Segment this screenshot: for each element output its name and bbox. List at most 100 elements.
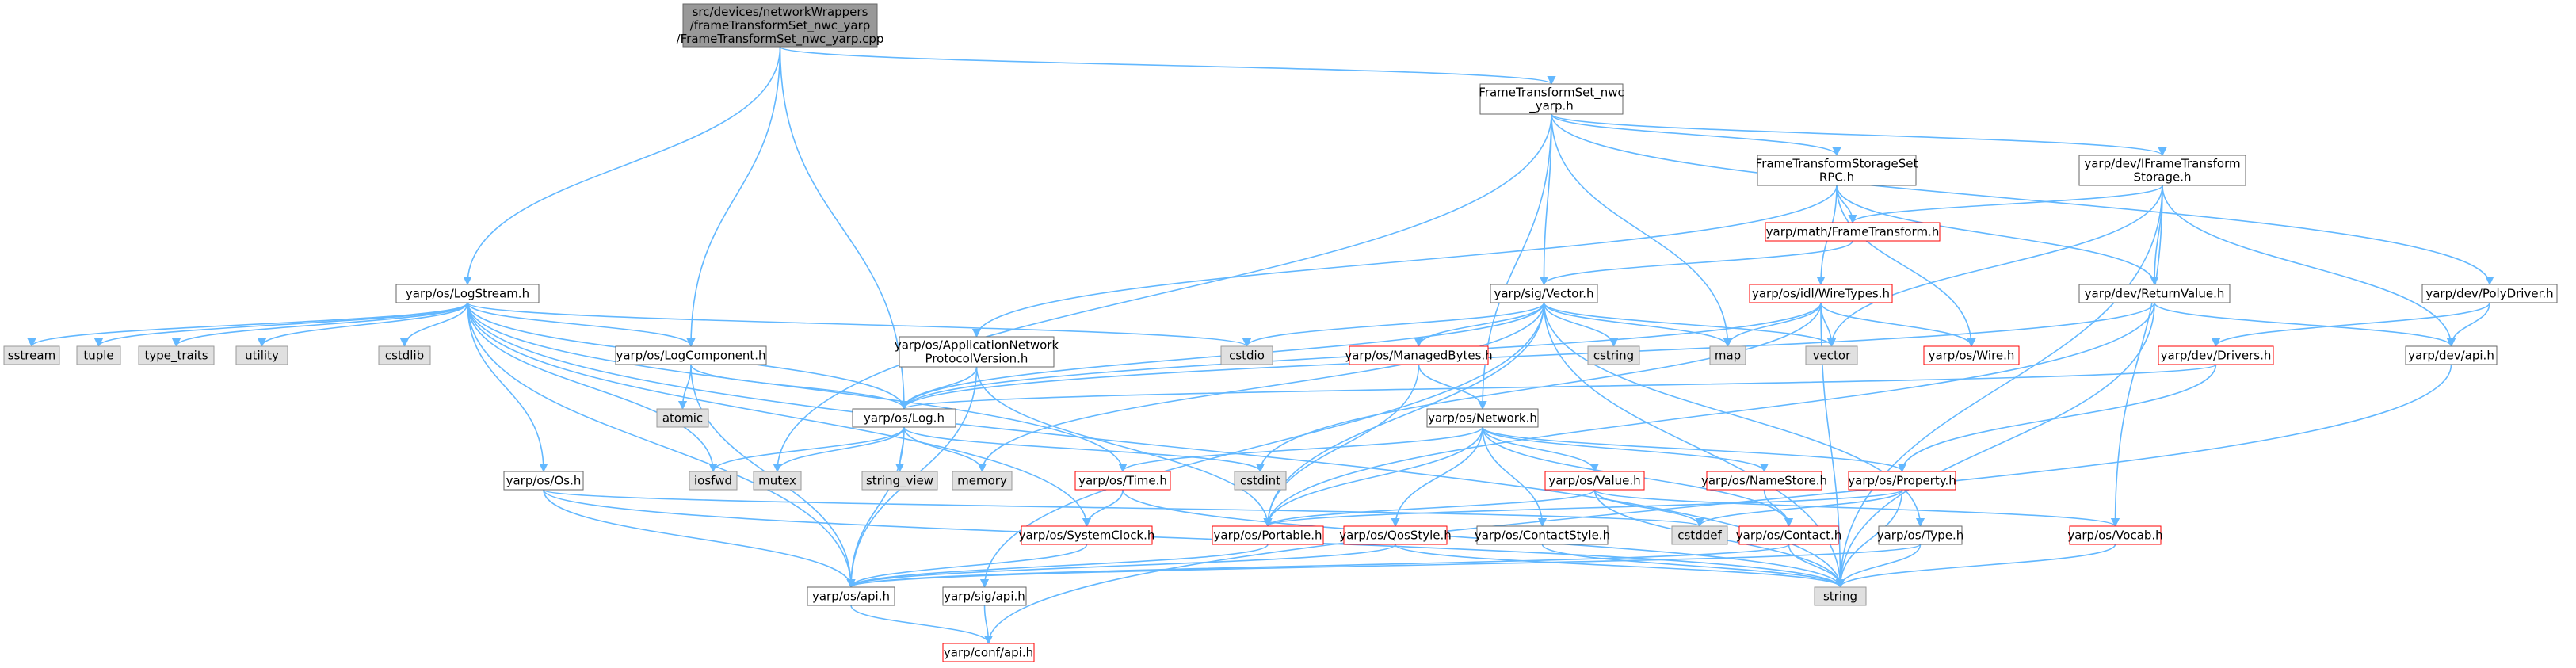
node-box-polydriver [2421,284,2558,303]
edge-ftstoragesetrpc-to-wire [1836,185,1976,348]
node-box-logcomponent [615,345,767,365]
node-property[interactable]: yarp/os/Property.h [1848,471,1956,491]
edge-logstream-to-os [467,302,548,473]
node-label-contact: yarp/os/Contact.h [1736,529,1842,543]
node-wire[interactable]: yarp/os/Wire.h [1923,345,2020,365]
edge-logcomponent-to-log [690,364,909,410]
node-label-namestore: yarp/os/NameStore.h [1701,474,1827,488]
node-box-ftsnwc [1479,83,1624,115]
node-contact[interactable]: yarp/os/Contact.h [1736,525,1842,545]
node-cstdint: cstdint [1234,471,1287,491]
node-label-root: src/devices/networkWrappers [693,5,868,19]
edge-log-to-cstdint [903,426,1265,473]
node-label-appnetproto: ProtocolVersion.h [925,352,1028,366]
node-confapi[interactable]: yarp/conf/api.h [942,643,1035,662]
node-iosfwd: iosfwd [689,471,738,491]
node-time[interactable]: yarp/os/Time.h [1074,471,1171,491]
edge-network-to-portable [1263,426,1483,528]
node-label-value: yarp/os/Value.h [1548,474,1640,488]
node-mathft[interactable]: yarp/math/FrameTransform.h [1765,222,1941,242]
node-devapi[interactable]: yarp/dev/api.h [2405,345,2498,365]
node-ftsnwc[interactable]: FrameTransformSet_nwc_yarp.h [1479,83,1624,115]
node-box-wire [1923,345,2020,365]
node-box-root [682,3,878,48]
edge-mathft-to-sigvector [1540,240,1853,286]
node-label-devapi: yarp/dev/api.h [2408,349,2494,363]
edge-root-to-logcomponent [686,46,781,348]
node-box-cstdint [1234,471,1287,491]
node-appnetproto[interactable]: yarp/os/ApplicationNetworkProtocolVersio… [895,336,1059,368]
node-label-drivers: yarp/dev/Drivers.h [2161,349,2272,363]
edge-log-to-osapi [846,426,905,589]
edge-returnvalue-to-devapi [2154,302,2456,348]
node-log[interactable]: yarp/os/Log.h [852,408,956,428]
edge-contactstyle-to-string [1541,544,1845,589]
node-label-memory: memory [957,474,1007,488]
edge-sigapi-to-confapi [983,605,994,645]
edge-logstream-to-systemclock [467,302,1092,528]
node-label-string: string [1823,590,1857,604]
node-vocab[interactable]: yarp/os/Vocab.h [2067,525,2163,545]
edge-returnvalue-to-portable [1263,302,2155,528]
node-osapi[interactable]: yarp/os/api.h [807,586,895,606]
node-contactstyle[interactable]: yarp/os/ContactStyle.h [1475,525,1610,545]
node-drivers[interactable]: yarp/dev/Drivers.h [2158,345,2274,365]
edge-sigvector-to-cstdio [1242,302,1545,348]
edge-wiretypes-to-wire [1820,302,1976,348]
edge-logstream-to-cstdio [467,302,1251,348]
node-label-tuple: tuple [83,349,113,363]
node-label-ftstoragesetrpc: RPC.h [1819,170,1854,185]
node-box-managedbytes [1349,345,1489,365]
edge-logstream-to-logcomponent [467,302,696,348]
node-qosstyle[interactable]: yarp/os/QosStyle.h [1339,525,1452,545]
node-box-drivers [2158,345,2274,365]
edge-iftstorage-to-string [1835,185,2163,589]
edge-ftstoragesetrpc-to-returnvalue [1836,185,2159,286]
node-logstream[interactable]: yarp/os/LogStream.h [395,284,540,303]
edge-ftsnwc-to-map [1551,113,1733,348]
node-label-root: /FrameTransformSet_nwc_yarp.cpp [677,32,884,47]
node-box-mathft [1765,222,1941,242]
node-sstream: sstream [3,345,60,365]
node-returnvalue[interactable]: yarp/dev/ReturnValue.h [2078,284,2231,303]
edge-returnvalue-to-log [899,302,2155,410]
node-polydriver[interactable]: yarp/dev/PolyDriver.h [2421,284,2558,303]
node-box-cstdio [1220,345,1273,365]
node-box-type [1878,525,1963,545]
node-label-portable: yarp/os/Portable.h [1214,529,1322,543]
node-label-iosfwd: iosfwd [694,474,732,488]
node-network[interactable]: yarp/os/Network.h [1426,408,1539,428]
node-box-property [1848,471,1956,491]
node-os[interactable]: yarp/os/Os.h [503,471,584,491]
edge-logstream-to-cstdlib [399,302,468,348]
node-label-confapi: yarp/conf/api.h [944,646,1033,660]
node-box-vocab [2069,525,2162,545]
node-map: map [1709,345,1746,365]
node-root[interactable]: src/devices/networkWrappers/frameTransfo… [677,3,884,48]
node-wiretypes[interactable]: yarp/os/idl/WireTypes.h [1749,284,1893,303]
node-managedbytes[interactable]: yarp/os/ManagedBytes.h [1345,345,1493,365]
edge-network-to-contactstyle [1482,426,1548,528]
node-string: string [1814,586,1867,606]
nodes-layer: src/devices/networkWrappers/frameTransfo… [3,3,2558,662]
node-string_view: string_view [861,471,938,491]
edge-iftstorage-to-mathft [1848,185,2163,224]
node-type[interactable]: yarp/os/Type.h [1877,525,1964,545]
node-label-property: yarp/os/Property.h [1848,474,1956,488]
node-box-contactstyle [1476,525,1609,545]
node-value[interactable]: yarp/os/Value.h [1544,471,1645,491]
node-sigapi[interactable]: yarp/sig/api.h [942,586,1027,606]
node-sigvector[interactable]: yarp/sig/Vector.h [1490,284,1598,303]
edge-polydriver-to-devapi [2446,302,2490,348]
edge-value-to-vocab [1593,489,2120,528]
edge-ftsnwc-to-ftstoragesetrpc [1551,113,1841,157]
node-systemclock[interactable]: yarp/os/SystemClock.h [1019,525,1155,545]
node-namestore[interactable]: yarp/os/NameStore.h [1701,471,1827,491]
edge-log-to-mutex [773,426,905,473]
node-logcomponent[interactable]: yarp/os/LogComponent.h [615,345,767,365]
node-box-os [503,471,584,491]
node-portable[interactable]: yarp/os/Portable.h [1212,525,1324,545]
